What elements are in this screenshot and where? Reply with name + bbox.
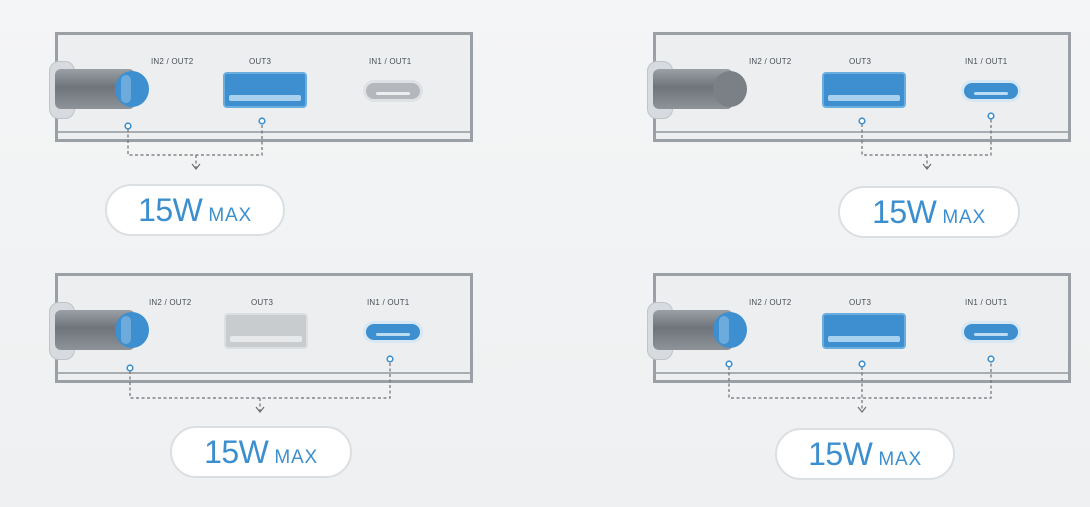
plug-in2-out2-active [49, 61, 150, 119]
power-unit: MAX [274, 447, 318, 468]
label-in2-out2: IN2 / OUT2 [749, 298, 792, 307]
device-panel-3: IN2 / OUT2 OUT3 IN1 / OUT1 [49, 273, 473, 383]
usb-c-port-in1-out1-active [961, 321, 1021, 343]
power-badge-2: 15W MAX [838, 186, 1020, 238]
label-in1-out1: IN1 / OUT1 [367, 298, 410, 307]
usb-a-port-out3-active [223, 72, 307, 108]
usb-a-port-out3-active [822, 313, 906, 349]
label-in1-out1: IN1 / OUT1 [965, 57, 1008, 66]
power-badge-3: 15W MAX [170, 426, 352, 478]
label-in1-out1: IN1 / OUT1 [965, 298, 1008, 307]
plug-in2-out2-inactive [647, 61, 748, 119]
device-panel-1: IN2 / OUT2 OUT3 IN1 / OUT1 [49, 32, 473, 142]
label-in2-out2: IN2 / OUT2 [151, 57, 194, 66]
power-unit: MAX [942, 207, 986, 228]
plug-in2-out2-active [49, 302, 150, 360]
usb-c-port-in1-out1-inactive [363, 80, 423, 102]
usb-a-port-out3-inactive [224, 313, 308, 349]
power-badge-1: 15W MAX [105, 184, 285, 236]
device-panel-2: IN2 / OUT2 OUT3 IN1 / OUT1 [647, 32, 1071, 142]
label-out3: OUT3 [849, 57, 872, 66]
power-unit: MAX [208, 205, 252, 226]
power-value: 15W [204, 434, 269, 470]
label-out3: OUT3 [249, 57, 272, 66]
device-panel-4: IN2 / OUT2 OUT3 IN1 / OUT1 [647, 273, 1071, 383]
label-in1-out1: IN1 / OUT1 [369, 57, 412, 66]
label-in2-out2: IN2 / OUT2 [149, 298, 192, 307]
power-unit: MAX [878, 449, 922, 470]
power-badge-4: 15W MAX [775, 428, 955, 480]
label-out3: OUT3 [849, 298, 872, 307]
label-in2-out2: IN2 / OUT2 [749, 57, 792, 66]
power-value: 15W [808, 436, 873, 472]
label-out3: OUT3 [251, 298, 274, 307]
usb-a-port-out3-active [822, 72, 906, 108]
usb-c-port-in1-out1-active [961, 80, 1021, 102]
usb-c-port-in1-out1-active [363, 321, 423, 343]
plug-in2-out2-active [647, 302, 748, 360]
power-value: 15W [138, 192, 203, 228]
power-value: 15W [872, 194, 937, 230]
